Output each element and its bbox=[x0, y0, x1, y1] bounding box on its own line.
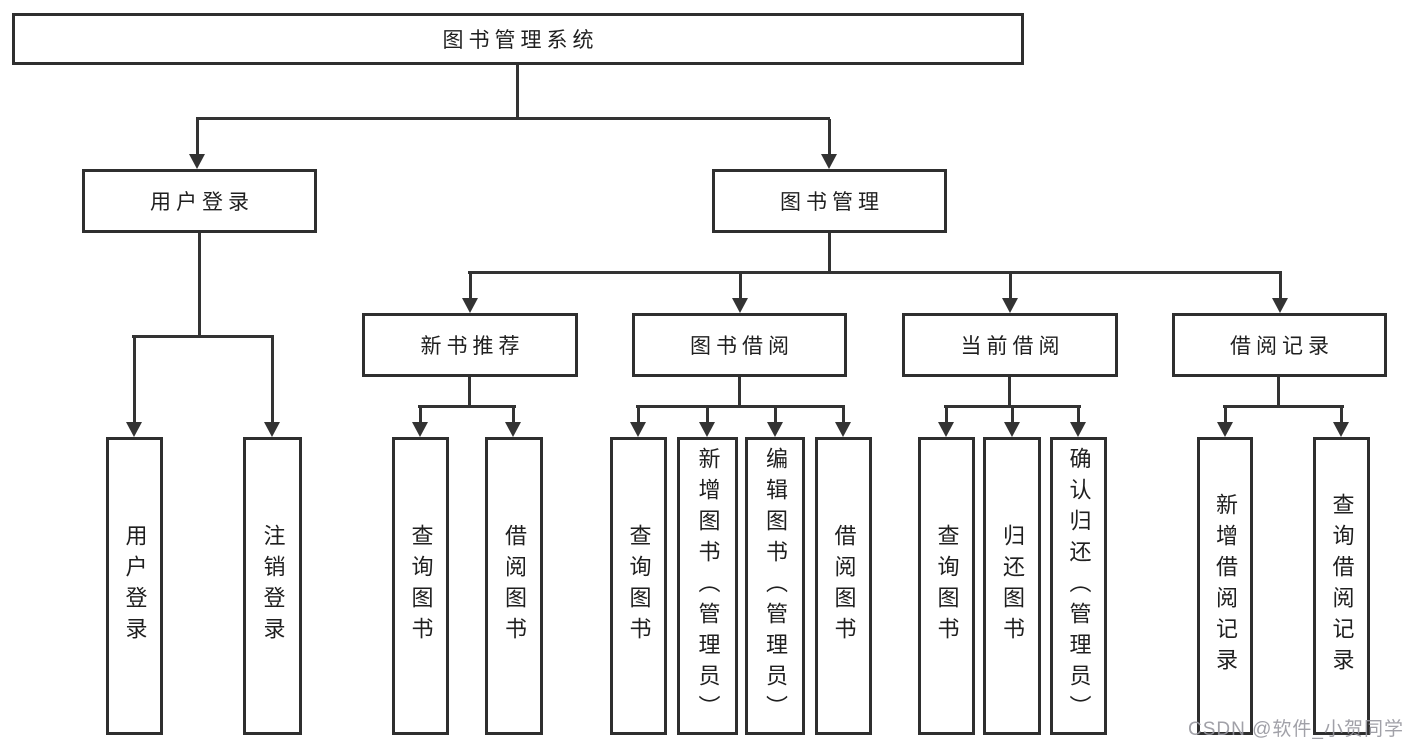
node-book-borrowing: 图书借阅 bbox=[632, 313, 847, 377]
node-borrowing-records: 借阅记录 bbox=[1172, 313, 1387, 377]
arrow-down-icon bbox=[698, 407, 716, 437]
connector-vline-book-borrowing bbox=[738, 377, 741, 408]
connector-vline-book-management bbox=[828, 233, 831, 274]
connector-vline-current-borrowing bbox=[1008, 377, 1011, 408]
arrow-down-icon bbox=[411, 407, 429, 437]
connector-vline-user-login bbox=[198, 233, 201, 337]
node-leaf-logout: 注销登录 bbox=[243, 437, 302, 735]
node-user-login: 用户登录 bbox=[82, 169, 317, 233]
node-cb-query-books: 查询图书 bbox=[918, 437, 975, 735]
node-br-add-record: 新增借阅记录 bbox=[1197, 437, 1253, 735]
connector-hline-book-borrowing bbox=[636, 405, 845, 408]
arrow-down-icon bbox=[461, 273, 479, 313]
node-cb-return-books: 归还图书 bbox=[983, 437, 1041, 735]
arrow-down-icon bbox=[937, 407, 955, 437]
connector-vline-new-book bbox=[468, 377, 471, 408]
node-nb-borrow-books: 借阅图书 bbox=[485, 437, 543, 735]
arrow-down-icon bbox=[1003, 407, 1021, 437]
connector-hline-user-login bbox=[132, 335, 274, 338]
node-bb-query-books: 查询图书 bbox=[610, 437, 667, 735]
node-nb-query-books: 查询图书 bbox=[392, 437, 449, 735]
node-library-management-system: 图书管理系统 bbox=[12, 13, 1024, 65]
arrow-down-icon bbox=[504, 407, 522, 437]
connector-hline-new-book bbox=[418, 405, 516, 408]
arrow-down-icon bbox=[731, 273, 749, 313]
node-bb-add-books-admin: 新增图书（管理员） bbox=[677, 437, 738, 735]
connector-hline-borrowing-records bbox=[1223, 405, 1344, 408]
arrow-down-icon bbox=[1216, 407, 1234, 437]
arrow-down-icon bbox=[125, 337, 143, 437]
arrow-down-icon bbox=[1001, 273, 1019, 313]
arrow-down-icon bbox=[263, 337, 281, 437]
node-new-book-recommendation: 新书推荐 bbox=[362, 313, 578, 377]
arrow-down-icon bbox=[188, 119, 206, 169]
arrow-down-icon bbox=[766, 407, 784, 437]
node-book-management: 图书管理 bbox=[712, 169, 947, 233]
connector-vline-root bbox=[516, 65, 519, 119]
arrow-down-icon bbox=[820, 119, 838, 169]
arrow-down-icon bbox=[629, 407, 647, 437]
connector-hline-book-management bbox=[468, 271, 1282, 274]
node-current-borrowing: 当前借阅 bbox=[902, 313, 1118, 377]
node-cb-confirm-return-admin: 确认归还（管理员） bbox=[1050, 437, 1107, 735]
connector-hline-current-borrowing bbox=[944, 405, 1081, 408]
arrow-down-icon bbox=[1271, 273, 1289, 313]
connector-hline-root bbox=[196, 117, 830, 120]
connector-vline-borrowing-records bbox=[1277, 377, 1280, 408]
arrow-down-icon bbox=[834, 407, 852, 437]
node-br-query-record: 查询借阅记录 bbox=[1313, 437, 1370, 735]
node-bb-edit-books-admin: 编辑图书（管理员） bbox=[745, 437, 805, 735]
arrow-down-icon bbox=[1332, 407, 1350, 437]
node-bb-borrow-books: 借阅图书 bbox=[815, 437, 872, 735]
csdn-watermark: CSDN @软件_小贺同学 bbox=[1188, 719, 1404, 740]
arrow-down-icon bbox=[1069, 407, 1087, 437]
node-leaf-user-login: 用户登录 bbox=[106, 437, 163, 735]
